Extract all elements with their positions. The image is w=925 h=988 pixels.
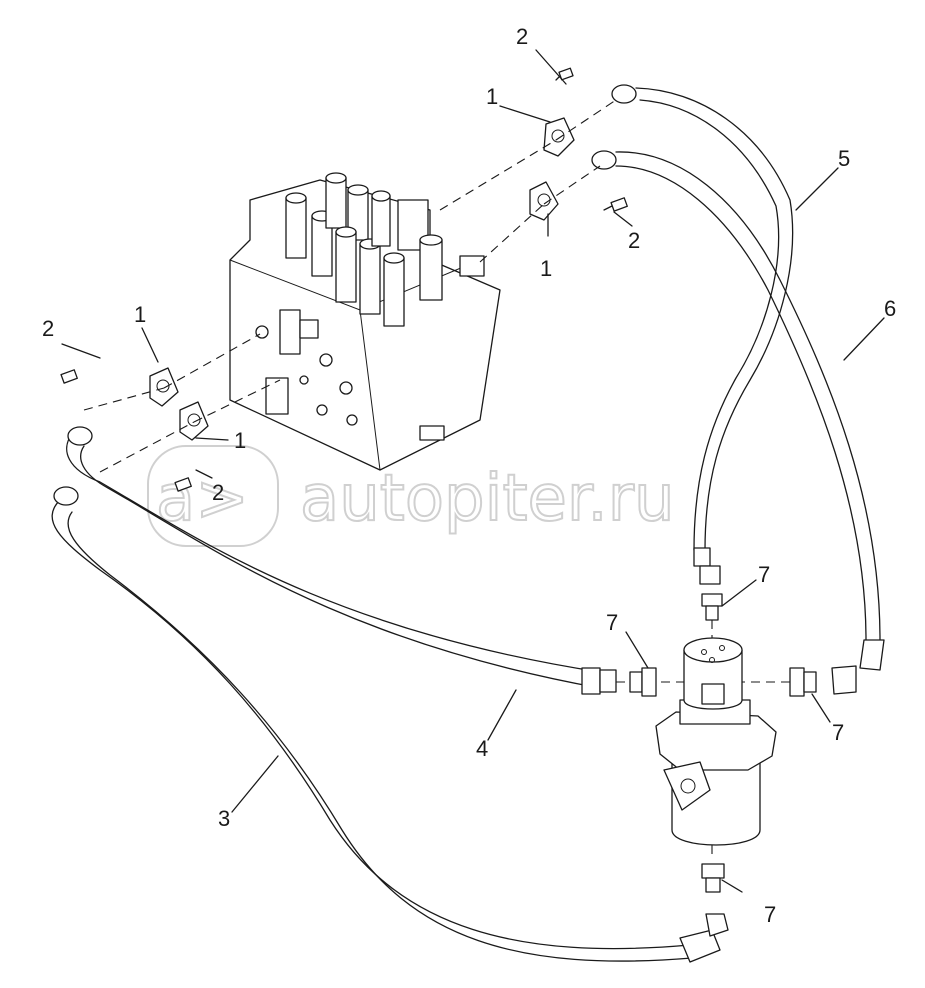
hose-5-top-fitting <box>611 84 637 104</box>
callout-adapter-left: 7 <box>606 610 618 635</box>
bolt-top <box>555 67 574 81</box>
bolt-right <box>603 197 628 212</box>
callout-flange-lower: 1 <box>234 428 246 453</box>
watermark: a> autopiter.ru <box>147 445 676 547</box>
callout-bolt-top: 2 <box>516 24 528 49</box>
hose-3-bottom-nut <box>705 913 729 937</box>
hose-4 <box>66 426 617 695</box>
callout-labels: 1 2 1 2 1 1 2 2 5 6 7 7 7 7 4 3 <box>42 24 896 927</box>
callout-hose-3: 3 <box>218 806 230 831</box>
hose-6-top-fitting <box>591 150 617 170</box>
adapter-right <box>789 667 817 697</box>
callout-flange-right: 1 <box>540 256 552 281</box>
leader-lines <box>61 49 885 893</box>
callout-adapter-right: 7 <box>832 720 844 745</box>
bolt-lower <box>174 477 192 492</box>
hose-6-ferrule <box>859 639 885 671</box>
adapter-left <box>629 667 657 697</box>
hose-5 <box>611 84 794 585</box>
adapter-top <box>701 593 723 621</box>
callout-flange-left: 1 <box>134 302 146 327</box>
callout-bolt-lower: 2 <box>212 480 224 505</box>
hose-3-bottom-ferrule <box>679 929 721 963</box>
hose-6-nut <box>831 665 857 695</box>
callout-flange-top: 1 <box>486 84 498 109</box>
callout-bolt-left: 2 <box>42 316 54 341</box>
valve-port-plate <box>265 377 289 415</box>
hose-4-top-fitting <box>67 426 93 446</box>
flange-left-2 <box>179 401 209 441</box>
adapters <box>629 593 817 893</box>
bolts <box>60 67 628 492</box>
rotary-joint-lug <box>663 761 711 811</box>
callout-hose-5: 5 <box>838 146 850 171</box>
adapter-bottom <box>701 863 725 893</box>
flanges <box>149 117 575 441</box>
hose-5-nut <box>699 565 721 585</box>
hose-4-ferrule <box>581 667 601 695</box>
flange-top-2 <box>529 181 559 221</box>
valve-solenoid <box>279 309 301 355</box>
hose-6 <box>591 150 885 695</box>
valve-side-port <box>459 255 485 277</box>
callout-bolt-right: 2 <box>628 228 640 253</box>
bolt-left <box>60 369 78 384</box>
callout-adapter-bottom: 7 <box>764 902 776 927</box>
control-valve-block <box>229 172 501 471</box>
rotary-joint <box>655 637 777 846</box>
callout-hose-4: 4 <box>476 736 488 761</box>
hose-5-ferrule <box>693 547 711 567</box>
flange-left-1 <box>149 367 179 407</box>
callout-adapter-top: 7 <box>758 562 770 587</box>
hose-3 <box>51 486 729 963</box>
hose-3-top-fitting <box>53 486 79 506</box>
flange-top-1 <box>543 117 575 157</box>
hose-4-nut <box>599 669 617 693</box>
watermark-logo-frame <box>147 445 279 547</box>
watermark-text: autopiter.ru <box>300 462 675 536</box>
callout-hose-6: 6 <box>884 296 896 321</box>
